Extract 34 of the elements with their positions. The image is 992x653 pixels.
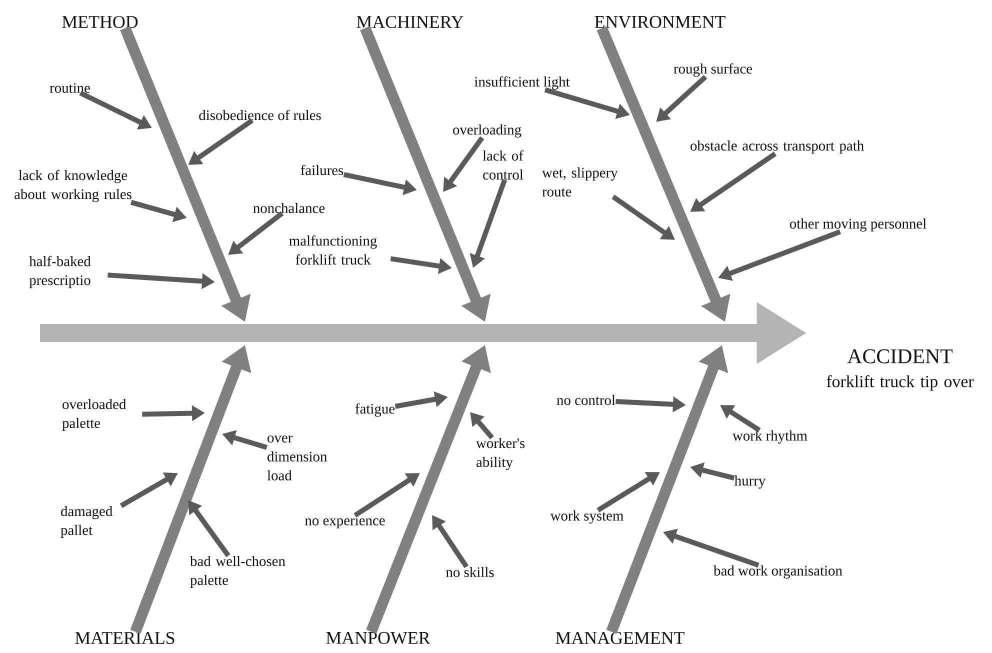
cause-label: fatigue <box>355 403 395 417</box>
category-label: ENVIRONMENT <box>594 16 726 28</box>
cause-label: bad work organisation <box>714 565 842 579</box>
category-label: MATERIALS <box>75 632 174 644</box>
cause-label: routine <box>50 83 90 93</box>
cause-label: disobedience of rules <box>199 110 321 120</box>
cause-label: nonchalance <box>253 202 325 214</box>
cause-label: damaged pallet <box>60 506 112 538</box>
cause-label: malfunctioning forklift truck <box>289 235 377 265</box>
cause-label: bad well-chosen palette <box>190 556 286 588</box>
cause-label: overloaded palette <box>62 398 126 431</box>
cause-label: work rhythm <box>732 430 808 444</box>
cause-label: work system <box>550 510 624 524</box>
cause-label: lack of control <box>482 150 524 180</box>
cause-label: overloading <box>453 124 522 138</box>
cause-label: over dimension load <box>267 436 327 480</box>
cause-label: insufficient light <box>474 76 570 90</box>
category-label: MACHINERY <box>356 16 464 28</box>
cause-label: hurry <box>734 475 766 489</box>
cause-label: no skills <box>446 566 494 578</box>
cause-label: other moving personnel <box>790 218 926 232</box>
cause-label: worker's ability <box>476 438 525 470</box>
cause-label: no control <box>556 394 616 406</box>
cause-label: obstacle across transport path <box>690 140 864 154</box>
effect-label: ACCIDENT forklift truck tip over <box>826 349 974 391</box>
cause-label: half-baked prescriptio <box>29 256 91 288</box>
cause-label: no experience <box>305 516 385 528</box>
cause-label: wet, slippery route <box>542 167 618 197</box>
cause-label: failures <box>300 164 344 176</box>
category-label: MANPOWER <box>326 632 430 644</box>
cause-label: rough surface <box>674 63 752 77</box>
category-label: METHOD <box>62 16 138 28</box>
category-label: MANAGEMENT <box>556 632 684 644</box>
cause-label: lack of knowledge about working rules <box>14 170 132 202</box>
